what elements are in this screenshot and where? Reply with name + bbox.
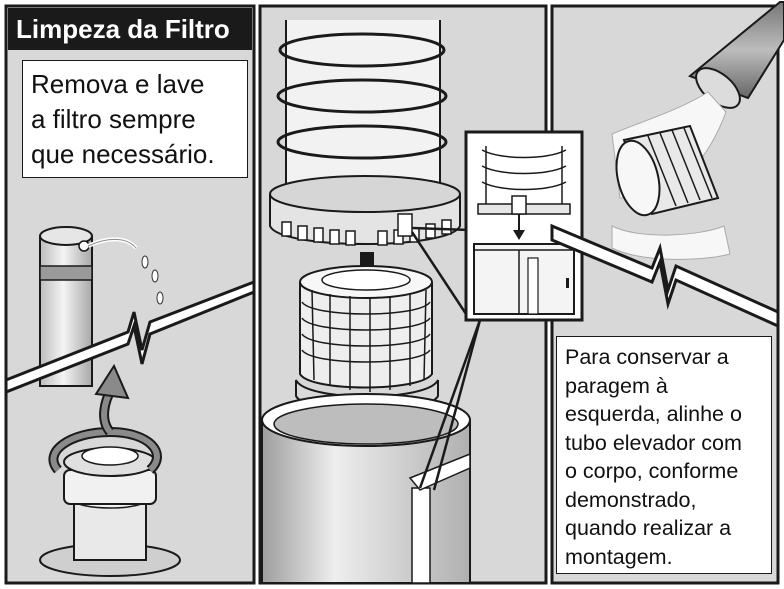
- sump-body-illustration: [261, 393, 471, 584]
- instruction-box-left: Remova e lave a filtro sempre que necess…: [22, 60, 248, 178]
- break-line: [4, 279, 256, 395]
- instruction-line: que necessário.: [31, 139, 215, 169]
- callout-detail-box: [464, 130, 584, 322]
- instruction-line: Remova e lave: [31, 69, 205, 99]
- instruction-line: quando realizar a: [565, 516, 732, 540]
- filter-basket-illustration: [615, 124, 720, 217]
- instruction-box-right: Para conservar a paragem à esquerda, ali…: [556, 336, 772, 574]
- filter-cap-illustration: [39, 363, 181, 577]
- section-title: Limpeza da Filtro: [8, 8, 252, 50]
- instruction-line: esquerda, alinhe o: [565, 402, 742, 426]
- instruction-line: o corpo, conforme: [565, 459, 739, 483]
- filter-screen-illustration: [269, 20, 461, 282]
- instruction-line: paragem à: [565, 373, 668, 398]
- instruction-line: montagem.: [565, 544, 673, 569]
- instruction-line: Para conservar a: [565, 345, 729, 369]
- callout-lines: [410, 226, 482, 491]
- instruction-line: demonstrado,: [565, 487, 697, 512]
- break-line-right: [550, 223, 780, 329]
- instruction-line: tubo elevador com: [565, 430, 742, 455]
- instruction-line: a filtro sempre: [31, 104, 196, 134]
